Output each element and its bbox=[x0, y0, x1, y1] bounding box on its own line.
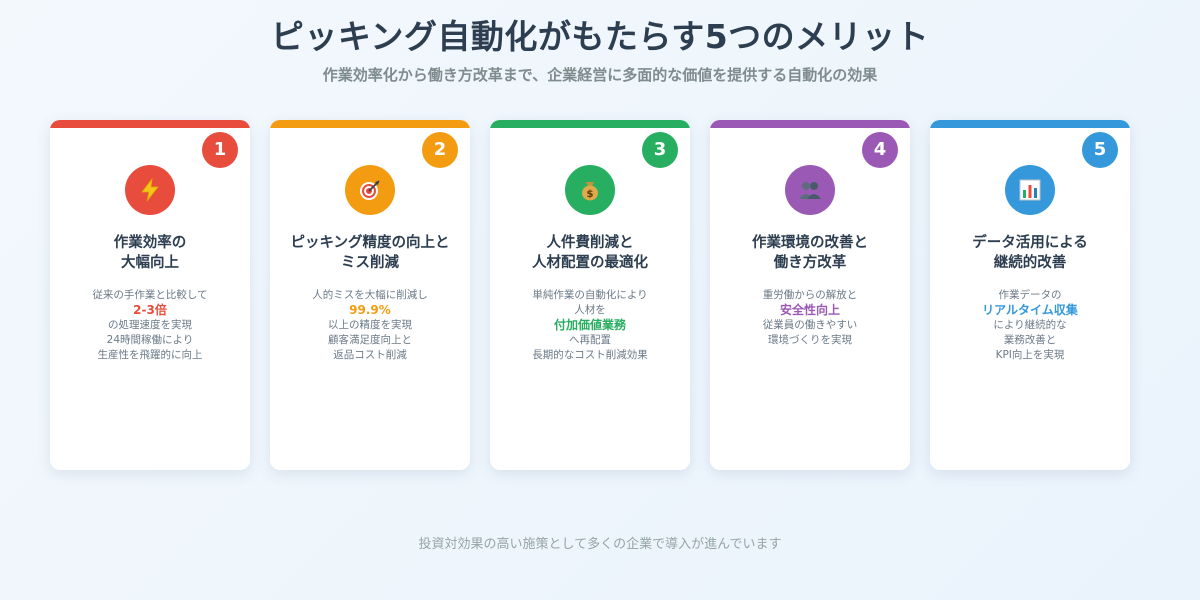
card-accent-bar bbox=[930, 120, 1130, 128]
card-description-line: 返品コスト削減 bbox=[333, 349, 407, 361]
card-description-line: 人的ミスを大幅に削減し bbox=[312, 289, 428, 301]
card-number-badge: 4 bbox=[862, 132, 898, 168]
header: ピッキング自動化がもたらす5つのメリット 作業効率化から働き方改革まで、企業経営… bbox=[0, 14, 1200, 86]
card-description: 重労働からの解放と安全性向上従業員の働きやすい環境づくりを実現 bbox=[710, 288, 910, 348]
svg-text:$: $ bbox=[587, 189, 594, 200]
card-description: 従来の手作業と比較して 2-3倍の処理速度を実現 24時間稼働により生産性を飛躍的に… bbox=[50, 288, 250, 363]
card-description-line: 単純作業の自動化により bbox=[532, 289, 648, 301]
benefit-card-3: 3 $ 人件費削減と人材配置の最適化単純作業の自動化により人材を付加価値業務へ再配置… bbox=[490, 120, 690, 470]
card-number-badge: 5 bbox=[1082, 132, 1118, 168]
card-title-line: 継続的改善 bbox=[993, 255, 1067, 271]
card-description-line: 以上の精度を実現 bbox=[328, 319, 412, 331]
card-title-line: 作業環境の改善と bbox=[752, 235, 868, 251]
card-highlight: 付加価値業務 bbox=[553, 318, 626, 332]
card-highlight: リアルタイム収集 bbox=[982, 303, 1078, 317]
card-description-line: 作業データの bbox=[998, 289, 1062, 301]
card-title-line: ピッキング精度の向上と bbox=[290, 235, 450, 251]
lightning-bolt-icon bbox=[125, 165, 175, 215]
money-bag-icon: $ bbox=[565, 165, 615, 215]
card-title: ピッキング精度の向上とミス削減 bbox=[270, 233, 470, 273]
card-title-line: 人材配置の最適化 bbox=[532, 255, 648, 271]
card-description-line: 従来の手作業と比較して bbox=[92, 289, 208, 301]
card-description-line: 業務改善と bbox=[1003, 334, 1057, 346]
card-description-line: 環境づくりを実現 bbox=[768, 334, 852, 346]
card-accent-bar bbox=[50, 120, 250, 128]
card-title-line: ミス削減 bbox=[341, 255, 399, 271]
bar-chart-icon bbox=[1005, 165, 1055, 215]
benefit-cards: 1 作業効率の大幅向上従来の手作業と比較して 2-3倍の処理速度を実現 24時間稼働に… bbox=[50, 120, 1150, 470]
card-highlight: 99.9% bbox=[349, 303, 391, 317]
card-description-line: 従業員の働きやすい bbox=[762, 319, 858, 331]
benefit-card-1: 1 作業効率の大幅向上従来の手作業と比較して 2-3倍の処理速度を実現 24時間稼働に… bbox=[50, 120, 250, 470]
people-icon bbox=[785, 165, 835, 215]
target-icon bbox=[345, 165, 395, 215]
card-title-line: 作業効率の bbox=[113, 235, 187, 251]
benefit-card-5: 5 データ活用による継続的改善作業データのリアルタイム収集により継続的な業務改善と… bbox=[930, 120, 1130, 470]
card-title: データ活用による継続的改善 bbox=[930, 233, 1130, 273]
card-description-line: の処理速度を実現 bbox=[108, 319, 192, 331]
card-description-line: 長期的なコスト削減効果 bbox=[532, 349, 648, 361]
card-number-badge: 1 bbox=[202, 132, 238, 168]
card-highlight: 安全性向上 bbox=[779, 303, 840, 317]
card-title-line: データ活用による bbox=[972, 235, 1088, 251]
card-description-line: 人材を bbox=[574, 304, 606, 316]
card-description: 人的ミスを大幅に削減し 99.9% 以上の精度を実現顧客満足度向上と返品コスト削減 bbox=[270, 288, 470, 363]
card-title: 作業環境の改善と働き方改革 bbox=[710, 233, 910, 273]
benefit-card-4: 4 作業環境の改善と働き方改革重労働からの解放と安全性向上従業員の働きやすい環境づ… bbox=[710, 120, 910, 470]
card-title: 作業効率の大幅向上 bbox=[50, 233, 250, 273]
card-description-line: 生産性を飛躍的に向上 bbox=[97, 349, 203, 361]
card-description-line: 顧客満足度向上と bbox=[328, 334, 412, 346]
card-description-line: 24時間稼働により bbox=[106, 334, 194, 346]
benefit-card-2: 2 ピッキング精度の向上とミス削減人的ミスを大幅に削減し 99.9% 以上の精度を実現… bbox=[270, 120, 470, 470]
card-description: 作業データのリアルタイム収集により継続的な業務改善と KPI向上を実現 bbox=[930, 288, 1130, 363]
card-accent-bar bbox=[490, 120, 690, 128]
page-subtitle: 作業効率化から働き方改革まで、企業経営に多面的な価値を提供する自動化の効果 bbox=[322, 66, 878, 84]
footer-note: 投資対効果の高い施策として多くの企業で導入が進んでいます bbox=[418, 537, 782, 552]
card-accent-bar bbox=[710, 120, 910, 128]
card-number-badge: 2 bbox=[422, 132, 458, 168]
card-description-line: へ再配置 bbox=[569, 334, 611, 346]
page-title: ピッキング自動化がもたらす5つのメリット bbox=[270, 17, 930, 56]
card-description-line: KPI向上を実現 bbox=[995, 349, 1065, 361]
card-highlight: 2-3倍 bbox=[133, 303, 167, 317]
card-number-badge: 3 bbox=[642, 132, 678, 168]
card-description-line: 重労働からの解放と bbox=[762, 289, 858, 301]
card-description-line: により継続的な bbox=[993, 319, 1067, 331]
card-title-line: 人件費削減と bbox=[546, 235, 634, 251]
card-title: 人件費削減と人材配置の最適化 bbox=[490, 233, 690, 273]
card-title-line: 大幅向上 bbox=[121, 255, 179, 271]
card-description: 単純作業の自動化により人材を付加価値業務へ再配置長期的なコスト削減効果 bbox=[490, 288, 690, 363]
card-accent-bar bbox=[270, 120, 470, 128]
card-title-line: 働き方改革 bbox=[773, 255, 847, 271]
